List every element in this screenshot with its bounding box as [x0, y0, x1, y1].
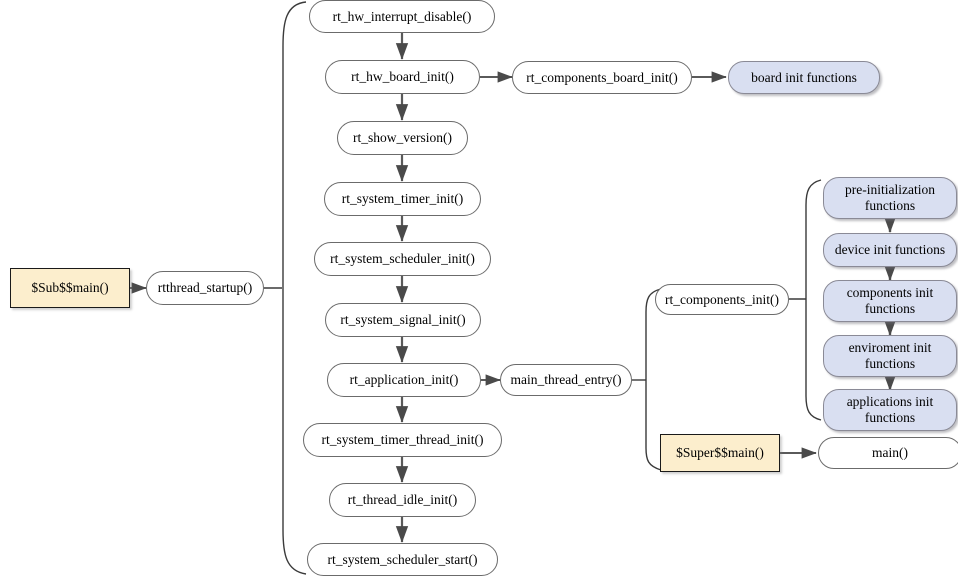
node-pre-initialization-functions-label: pre-initialization functions	[845, 182, 935, 213]
node-device-init-functions[interactable]: device init functions	[823, 233, 957, 267]
node-rt-show-version[interactable]: rt_show_version()	[337, 121, 468, 155]
node-rt-system-scheduler-init-label: rt_system_scheduler_init()	[330, 251, 475, 267]
node-rt-system-timer-init-label: rt_system_timer_init()	[341, 191, 464, 207]
node-rt-application-init[interactable]: rt_application_init()	[327, 363, 481, 397]
node-rt-components-init[interactable]: rt_components_init()	[655, 284, 789, 315]
node-rt-components-board-init[interactable]: rt_components_board_init()	[512, 61, 692, 94]
node-enviroment-init-functions-label: enviroment init functions	[848, 340, 932, 371]
node-applications-init-functions-label: applications init functions	[846, 394, 934, 425]
node-rt-system-timer-thread-init[interactable]: rt_system_timer_thread_init()	[303, 423, 502, 457]
brace-components-init-stages	[805, 179, 822, 421]
node-rtthread-startup-label: rtthread_startup()	[157, 280, 253, 296]
node-board-init-functions-label: board init functions	[751, 69, 857, 85]
node-sub-main[interactable]: $Sub$$main()	[10, 268, 130, 308]
node-super-main[interactable]: $Super$$main()	[660, 434, 780, 472]
node-rt-hw-interrupt-disable[interactable]: rt_hw_interrupt_disable()	[309, 0, 495, 33]
node-main-thread-entry-label: main_thread_entry()	[510, 372, 622, 388]
node-enviroment-init-functions[interactable]: enviroment init functions	[823, 335, 957, 377]
node-rt-application-init-label: rt_application_init()	[349, 372, 459, 388]
node-rt-components-board-init-label: rt_components_board_init()	[526, 69, 678, 85]
node-rt-system-timer-thread-init-label: rt_system_timer_thread_init()	[321, 432, 484, 448]
node-rt-components-init-label: rt_components_init()	[665, 291, 779, 307]
node-applications-init-functions[interactable]: applications init functions	[823, 389, 957, 431]
brace-startup-chain	[282, 1, 307, 575]
node-rtthread-startup[interactable]: rtthread_startup()	[146, 271, 264, 305]
node-rt-system-signal-init-label: rt_system_signal_init()	[340, 312, 466, 328]
node-board-init-functions[interactable]: board init functions	[728, 61, 880, 94]
node-rt-system-scheduler-init[interactable]: rt_system_scheduler_init()	[314, 242, 491, 276]
node-components-init-functions[interactable]: components init functions	[823, 280, 957, 322]
brace-main-thread-entry	[645, 288, 662, 471]
node-rt-show-version-label: rt_show_version()	[353, 130, 452, 146]
node-super-main-label: $Super$$main()	[676, 445, 764, 461]
node-device-init-functions-label: device init functions	[834, 242, 946, 258]
node-rt-system-timer-init[interactable]: rt_system_timer_init()	[324, 182, 481, 216]
node-rt-hw-board-init-label: rt_hw_board_init()	[351, 69, 454, 85]
node-rt-thread-idle-init-label: rt_thread_idle_init()	[347, 492, 458, 508]
node-rt-hw-board-init[interactable]: rt_hw_board_init()	[325, 60, 480, 94]
node-main[interactable]: main()	[818, 437, 958, 469]
node-main-thread-entry[interactable]: main_thread_entry()	[500, 364, 632, 396]
node-rt-system-scheduler-start-label: rt_system_scheduler_start()	[327, 551, 478, 567]
node-pre-initialization-functions[interactable]: pre-initialization functions	[823, 177, 957, 219]
node-components-init-functions-label: components init functions	[846, 285, 934, 316]
node-rt-thread-idle-init[interactable]: rt_thread_idle_init()	[329, 483, 476, 517]
node-rt-hw-interrupt-disable-label: rt_hw_interrupt_disable()	[332, 8, 472, 24]
node-sub-main-label: $Sub$$main()	[31, 280, 109, 296]
node-main-label: main()	[872, 445, 908, 461]
node-rt-system-signal-init[interactable]: rt_system_signal_init()	[325, 303, 481, 337]
node-rt-system-scheduler-start[interactable]: rt_system_scheduler_start()	[307, 543, 498, 576]
